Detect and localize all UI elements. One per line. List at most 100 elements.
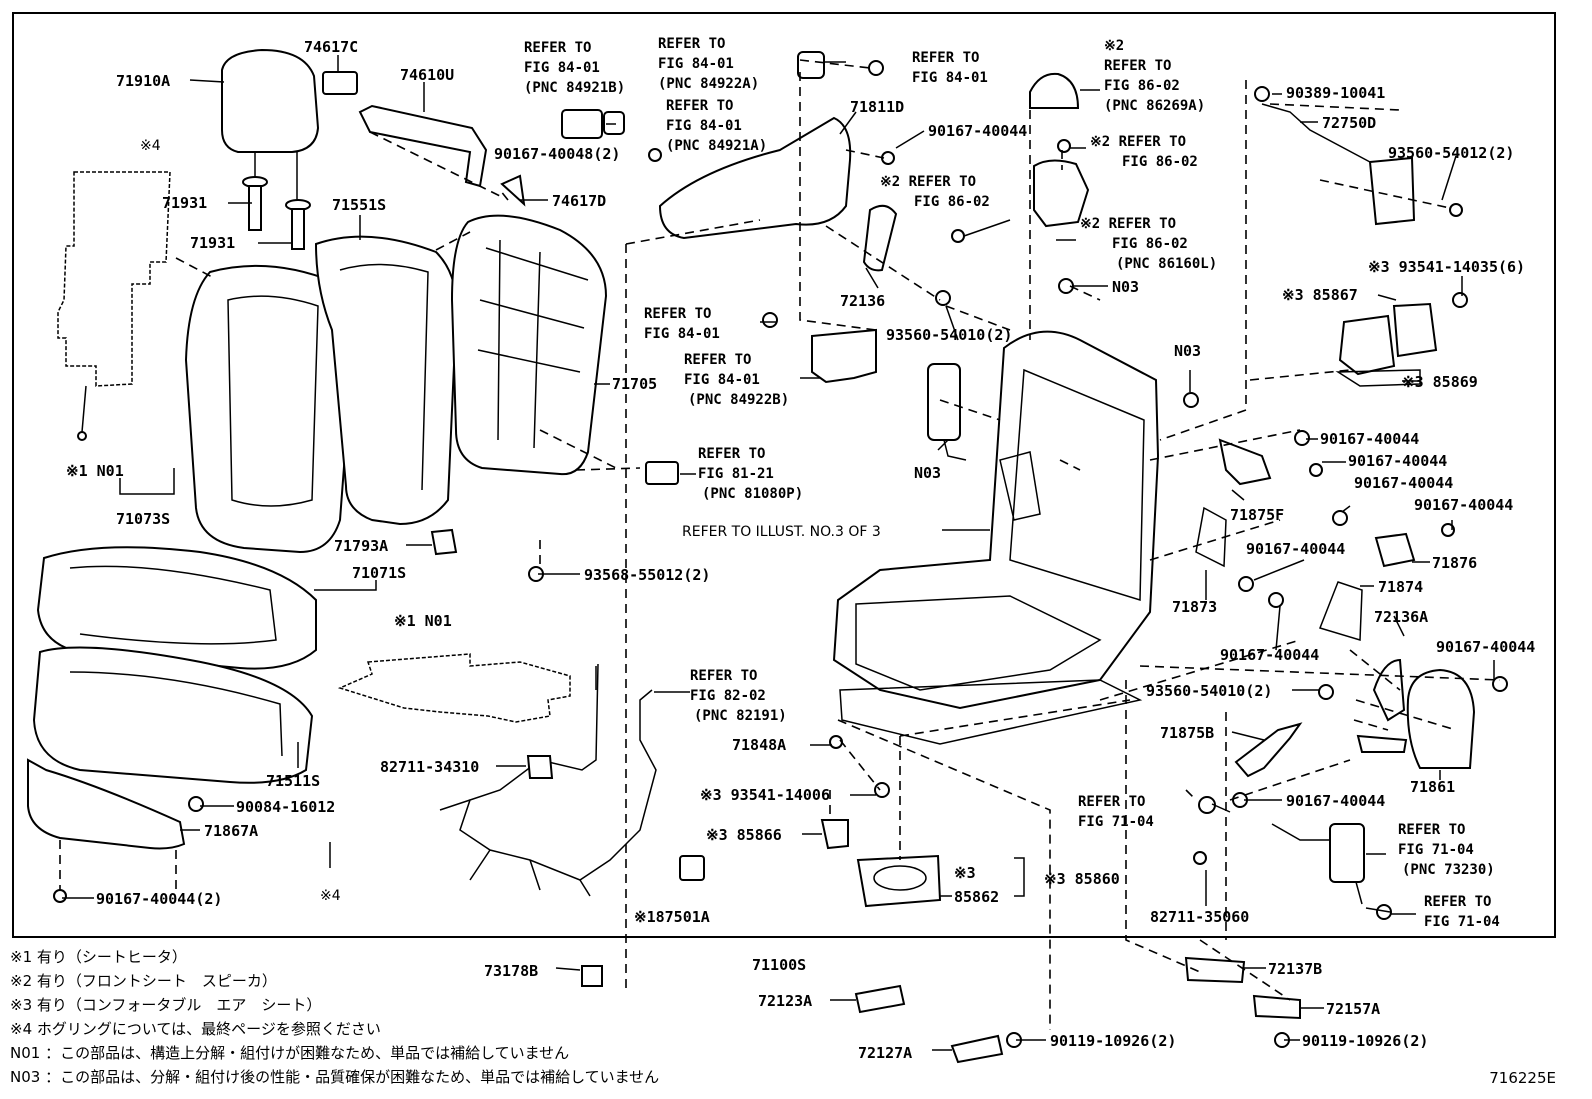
bracket-71873 — [1195, 506, 1227, 568]
label-90167-40044-r3: 90167-40044 — [1354, 474, 1453, 492]
label-71848A: 71848A — [732, 736, 786, 754]
back-cover-71073S — [184, 264, 355, 554]
label-90119-10926-a: 90119-10926(2) — [1050, 1032, 1176, 1050]
footnote-n03: N03 ：この部品は、分解・組付け後の性能・品質確保が困難なため、単品では補給し… — [10, 1068, 660, 1086]
air-pump-85867 — [1338, 302, 1438, 376]
label-71875F: 71875F — [1230, 506, 1284, 524]
footnote-3: ※3 有り（コンフォータブル エア シート） — [10, 996, 322, 1014]
seat-frame-71100S — [832, 330, 1160, 745]
label-85869: ※3 85869 — [1402, 373, 1478, 391]
label-90167-40044-top: 90167-40044 — [928, 122, 1027, 140]
back-frame-71705 — [450, 214, 608, 476]
connector-187501A — [679, 855, 705, 881]
label-n03-b: N03 — [1174, 342, 1201, 360]
label-72136: 72136 — [840, 292, 885, 310]
label-71551S: 71551S — [332, 196, 386, 214]
label-74610U: 74610U — [400, 66, 454, 84]
label-74617C: 74617C — [304, 38, 358, 56]
label-71705: 71705 — [612, 375, 657, 393]
label-71867A: 71867A — [204, 822, 258, 840]
label-90167-40044-r6: 90167-40044 — [1436, 638, 1535, 656]
seat-belt-73230 — [1271, 823, 1365, 905]
label-93560-54010-a: 93560-54010(2) — [886, 326, 1012, 344]
assembly-dashed-lines — [59, 59, 1501, 1030]
label-93541-14035: ※3 93541-14035(6) — [1368, 258, 1525, 276]
label-n01-cushion: ※1 N01 — [394, 612, 452, 630]
heater-pad-cushion — [337, 653, 571, 723]
label-71811D: 71811D — [850, 98, 904, 116]
label-72123A: 72123A — [758, 992, 812, 1010]
label-187501A: ※187501A — [634, 908, 710, 926]
footnote-1: ※1 有り（シートヒータ） — [10, 948, 187, 966]
label-mark4-bottom: ※4 — [320, 888, 341, 904]
label-71100S: 71100S — [752, 956, 806, 974]
label-71931-bottom: 71931 — [190, 234, 235, 252]
label-71874: 71874 — [1378, 578, 1423, 596]
label-85866: ※3 85866 — [706, 826, 782, 844]
bracket-71876 — [1374, 532, 1416, 568]
label-n03-a: N03 — [1112, 278, 1139, 296]
part-labels: 71910A 74617C 74610U ※4 71931 71931 7155… — [66, 38, 1535, 1062]
label-85867: ※3 85867 — [1282, 286, 1358, 304]
label-71861: 71861 — [1410, 778, 1455, 796]
label-74617D: 74617D — [552, 192, 606, 210]
bracket-85869 — [1335, 369, 1421, 387]
wire-harness — [439, 663, 657, 897]
connector-81080P — [645, 461, 679, 485]
cover-72157A — [1252, 994, 1301, 1020]
handle-71875B — [1234, 722, 1303, 778]
label-90167-40048: 90167-40048(2) — [494, 145, 620, 163]
label-85860: ※3 85860 — [1044, 870, 1120, 888]
label-90084-16012: 90084-16012 — [236, 798, 335, 816]
label-90167-40044-r1: 90167-40044 — [1320, 430, 1419, 448]
label-90167-40044-r2: 90167-40044 — [1348, 452, 1447, 470]
label-73178B: 73178B — [484, 962, 538, 980]
label-71793A: 71793A — [334, 537, 388, 555]
label-refer-illust: REFER TO ILLUST. NO.3 OF 3 — [682, 524, 881, 540]
screws — [53, 60, 1508, 1048]
label-93568-55012: 93568-55012(2) — [584, 566, 710, 584]
valve-85866 — [820, 819, 849, 850]
label-85862: 85862 — [954, 888, 999, 906]
label-n01-back: ※1 N01 — [66, 462, 124, 480]
label-90119-10926-b: 90119-10926(2) — [1302, 1032, 1428, 1050]
handle-74610U — [358, 104, 488, 188]
label-90389-10041: 90389-10041 — [1286, 84, 1385, 102]
bracket-84922B — [811, 328, 877, 384]
label-72750D: 72750D — [1322, 114, 1376, 132]
cover-72123A — [854, 984, 906, 1014]
label-82711-35060: 82711-35060 — [1150, 908, 1249, 926]
label-90167-40044-r5: 90167-40044 — [1246, 540, 1345, 558]
label-71073S: 71073S — [116, 510, 170, 528]
label-mark4-top: ※4 — [140, 138, 161, 154]
label-71931-top: 71931 — [162, 194, 207, 212]
label-72136A: 72136A — [1374, 608, 1428, 626]
cover-73178B — [581, 965, 603, 987]
label-72137B: 72137B — [1268, 960, 1322, 978]
cover-clip-74617C — [322, 71, 358, 95]
label-90167-40044-r7: 90167-40044 — [1220, 646, 1319, 664]
cushion-pad-71511S — [32, 646, 314, 784]
shield-71867A — [27, 758, 186, 850]
knob-84922A — [797, 51, 825, 79]
diagram-frame — [12, 12, 1556, 938]
lumbar-pad — [927, 363, 967, 461]
headrest-guide-right — [285, 199, 311, 250]
footnote-4: ※4 ホグリングについては、最終ページを参照ください — [10, 1020, 381, 1038]
switch-84921A — [603, 111, 625, 135]
label-71511S: 71511S — [266, 772, 320, 790]
back-pad-71551S — [314, 235, 458, 526]
